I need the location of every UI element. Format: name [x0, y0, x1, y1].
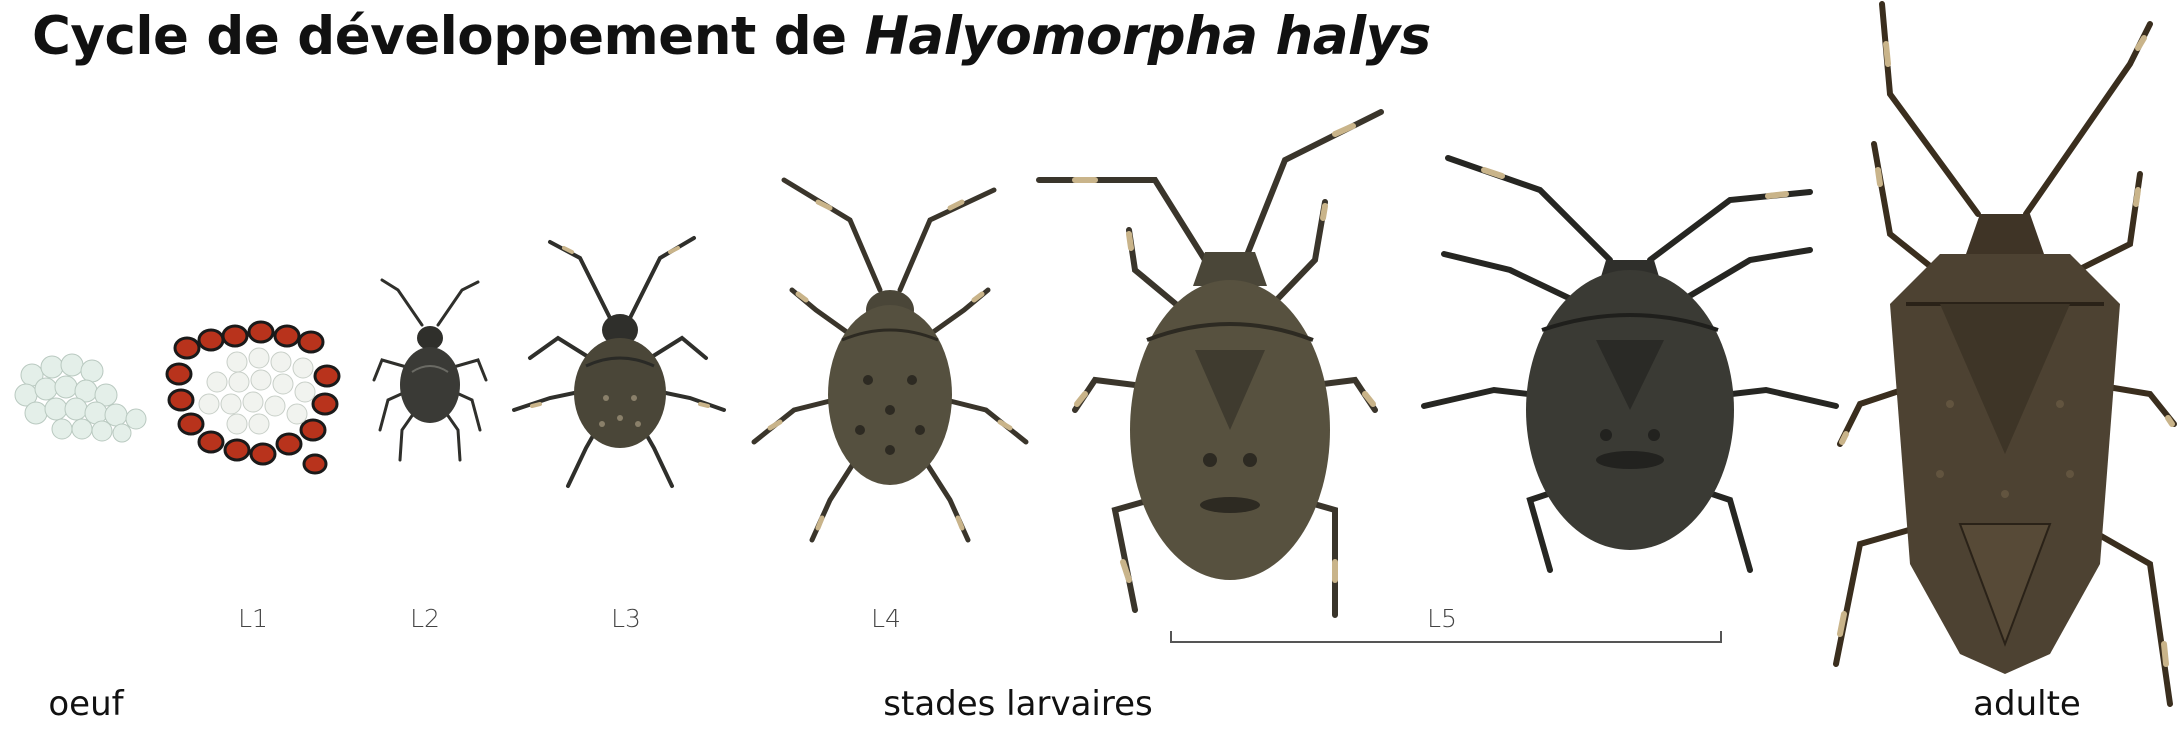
l5-bracket — [1170, 631, 1722, 643]
stage-label-l4: L4 — [871, 604, 901, 633]
nymph-l4 — [750, 180, 1030, 550]
stage-label-l3: L3 — [611, 604, 641, 633]
stage-label-l5: L5 — [1427, 604, 1457, 633]
egg-cluster-l1-hatchlings — [165, 318, 345, 478]
nymph-l2 — [360, 280, 500, 470]
nymph-l3 — [510, 238, 730, 498]
adult-bug — [1830, 4, 2180, 724]
stage-label-l2: L2 — [410, 604, 440, 633]
stage-label-l1: L1 — [238, 604, 268, 633]
group-label-egg: oeuf — [48, 684, 123, 724]
nymph-l5-pale — [1035, 110, 1425, 620]
group-label-larval: stades larvaires — [883, 684, 1152, 724]
nymph-l5-dark — [1410, 150, 1840, 580]
group-label-adult: adulte — [1973, 684, 2081, 724]
title-species: Halyomorpha halys — [865, 6, 1431, 67]
title-prefix: Cycle de développement de — [32, 6, 865, 67]
egg-cluster-white — [12, 345, 162, 445]
page-title: Cycle de développement de Halyomorpha ha… — [32, 8, 1431, 66]
